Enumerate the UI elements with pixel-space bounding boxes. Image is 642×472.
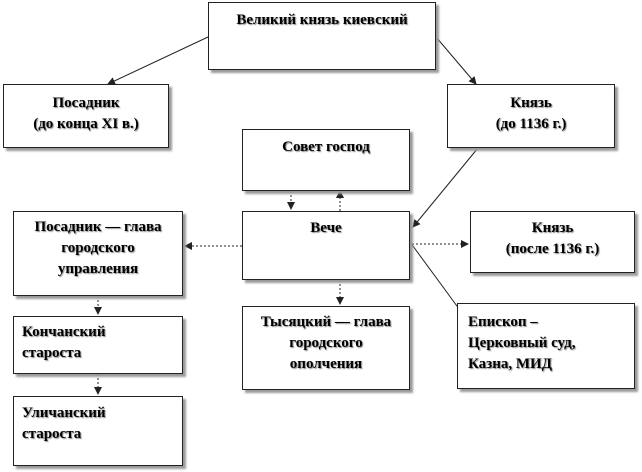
node-tysyatsky-line2: городского [289, 335, 363, 351]
node-prince-early: Князь (до 1136 г.) [447, 84, 615, 148]
node-posadnik-early-line1: Посадник [52, 95, 120, 111]
node-posadnik-early: Посадник (до конца XI в.) [3, 84, 169, 148]
node-ulichansky-line2: староста [22, 426, 82, 442]
node-bishop-line2: Церковный суд, [468, 335, 576, 351]
node-prince-late-line1: Князь [531, 220, 574, 236]
node-council: Совет господ [242, 129, 410, 191]
node-grand-prince-label: Великий князь киевский [236, 12, 408, 28]
node-ulichansky-line1: Уличанский [22, 405, 106, 421]
arrow-grand-prince-to-posadnik [107, 36, 209, 85]
node-prince-early-line2: (до 1136 г.) [495, 116, 567, 132]
node-posadnik-early-line2: (до конца XI в.) [33, 116, 139, 132]
node-grand-prince: Великий князь киевский [208, 2, 436, 70]
node-bishop-line1: Епископ – [468, 314, 538, 330]
node-prince-late-line2: (после 1136 г.) [505, 241, 600, 257]
arrow-grand-prince-to-prince [435, 36, 477, 85]
node-posadnik-head-line2: городского [61, 240, 135, 256]
line-veche-to-bishop [409, 241, 466, 318]
arrow-prince-to-veche [412, 147, 479, 228]
node-tysyatsky-line1: Тысяцкий — глава [260, 314, 392, 330]
node-posadnik-head-line3: управления [57, 261, 139, 277]
node-tysyatsky: Тысяцкий — глава городского ополчения [242, 306, 410, 390]
node-bishop: Епископ – Церковный суд, Казна, МИД [457, 303, 635, 389]
node-prince-early-line1: Князь [510, 95, 552, 111]
node-bishop-line3: Казна, МИД [468, 356, 552, 372]
node-posadnik-head-line1: Посадник — глава [34, 219, 162, 235]
node-konchansky-line1: Кончанский [22, 324, 106, 340]
node-posadnik-head: Посадник — глава городского управления [13, 211, 183, 296]
node-tysyatsky-line3: ополчения [289, 356, 363, 372]
node-konchansky: Кончанский староста [13, 316, 183, 374]
node-prince-late: Князь (после 1136 г.) [470, 211, 635, 273]
node-council-label: Совет господ [282, 139, 370, 155]
node-konchansky-line2: староста [22, 345, 82, 361]
node-ulichansky: Уличанский староста [13, 396, 183, 466]
node-veche-label: Вече [310, 220, 342, 236]
node-veche: Вече [242, 211, 410, 280]
